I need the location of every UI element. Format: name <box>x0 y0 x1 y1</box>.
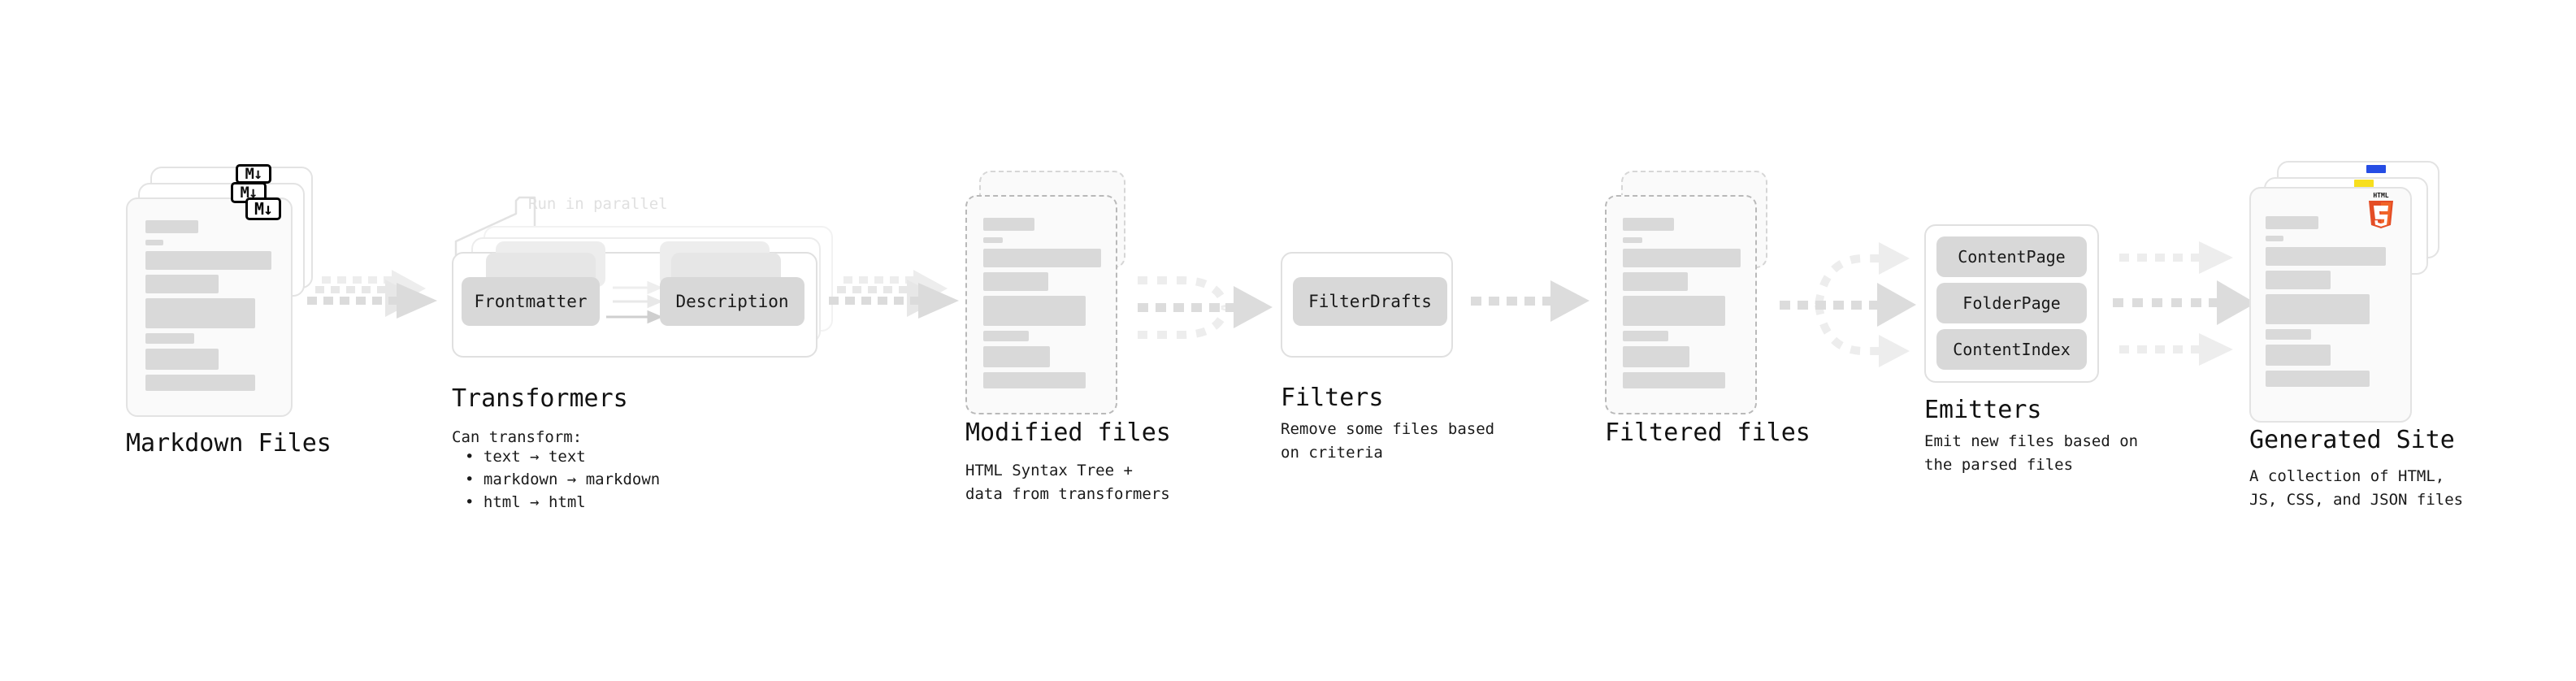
doc-bar <box>983 346 1050 367</box>
doc-bar <box>983 372 1086 388</box>
emitter-pill-contentpage[interactable]: ContentPage <box>1936 236 2087 277</box>
doc-bar <box>145 220 198 233</box>
doc-bar <box>983 331 1029 341</box>
doc-bar <box>2266 329 2311 340</box>
doc-bar <box>1623 346 1689 367</box>
stage-title-transformers: Transformers <box>452 384 628 413</box>
doc-bar <box>145 251 271 270</box>
generated-site-caption: A collection of HTML, JS, CSS, and JSON … <box>2249 467 2464 509</box>
stage-title-markdown-files: Markdown Files <box>126 429 332 458</box>
doc-bar <box>1623 218 1674 231</box>
emitters-caption: Emit new files based on the parsed files <box>1924 432 2139 474</box>
doc-bar <box>983 218 1034 231</box>
arrow-filters-to-filtered <box>1471 280 1589 322</box>
doc-bar <box>2266 371 2370 387</box>
doc-bar <box>145 375 255 391</box>
filter-pill-filterdrafts[interactable]: FilterDrafts <box>1293 277 1447 326</box>
modified-card-front <box>965 195 1117 414</box>
doc-bar <box>2266 216 2318 229</box>
arrow-transformers-to-modified <box>829 270 959 319</box>
emitter-pill-folderpage[interactable]: FolderPage <box>1936 283 2087 323</box>
doc-bar <box>2266 294 2370 324</box>
doc-bar <box>145 333 194 344</box>
doc-bar <box>1623 237 1642 243</box>
arrow-filtered-to-emitters <box>1780 242 1916 367</box>
doc-bar <box>1623 272 1688 291</box>
transformers-caption: Can transform: <box>452 428 583 446</box>
markdown-card-front <box>126 197 293 417</box>
doc-bar <box>1623 372 1725 388</box>
run-in-parallel-label: Run in parallel <box>528 195 668 213</box>
transformers-bullet-1: • text → text <box>465 448 586 466</box>
transformer-pill-frontmatter[interactable]: Frontmatter <box>462 277 600 326</box>
doc-bar <box>2266 271 2331 289</box>
run-in-parallel-bracket <box>454 196 536 268</box>
doc-bar <box>1623 296 1725 326</box>
stage-title-filtered-files: Filtered files <box>1605 419 1811 447</box>
doc-bar <box>145 349 219 370</box>
markdown-badge-back-2: M↓ <box>236 164 271 184</box>
html5-badge: HTML <box>2369 192 2393 228</box>
doc-bar <box>145 275 219 293</box>
filtered-card-front <box>1605 195 1757 414</box>
markdown-badge: M↓ <box>245 197 281 220</box>
doc-bar <box>145 298 255 328</box>
stage-title-emitters: Emitters <box>1924 396 2042 424</box>
transformers-bullet-2: • markdown → markdown <box>465 471 661 488</box>
doc-bar <box>983 237 1003 243</box>
stage-title-modified-files: Modified files <box>965 419 1171 447</box>
transformers-bullet-3: • html → html <box>465 493 586 511</box>
doc-bar <box>983 296 1086 326</box>
doc-bar <box>2266 236 2283 241</box>
transformer-link-arrows <box>606 280 663 324</box>
arrow-modified-to-filters <box>1138 276 1273 339</box>
emitter-pill-contentindex[interactable]: ContentIndex <box>1936 329 2087 370</box>
transformer-pill-description[interactable]: Description <box>660 277 804 326</box>
doc-bar <box>1623 249 1741 267</box>
css-badge <box>2366 165 2386 173</box>
svg-text:HTML: HTML <box>2373 192 2388 199</box>
doc-bar <box>983 272 1048 291</box>
doc-bar <box>145 240 163 245</box>
filters-caption: Remove some files based on criteria <box>1281 420 1495 462</box>
stage-title-generated-site: Generated Site <box>2249 426 2455 454</box>
doc-bar <box>2266 247 2386 266</box>
doc-bar <box>2266 345 2331 366</box>
stage-title-filters: Filters <box>1281 384 1384 412</box>
arrow-markdown-to-transformers <box>307 270 437 319</box>
arrow-emitters-to-site <box>2113 241 2256 366</box>
doc-bar <box>983 249 1101 267</box>
doc-bar <box>1623 331 1668 341</box>
modified-files-caption: HTML Syntax Tree + data from transformer… <box>965 462 1170 503</box>
